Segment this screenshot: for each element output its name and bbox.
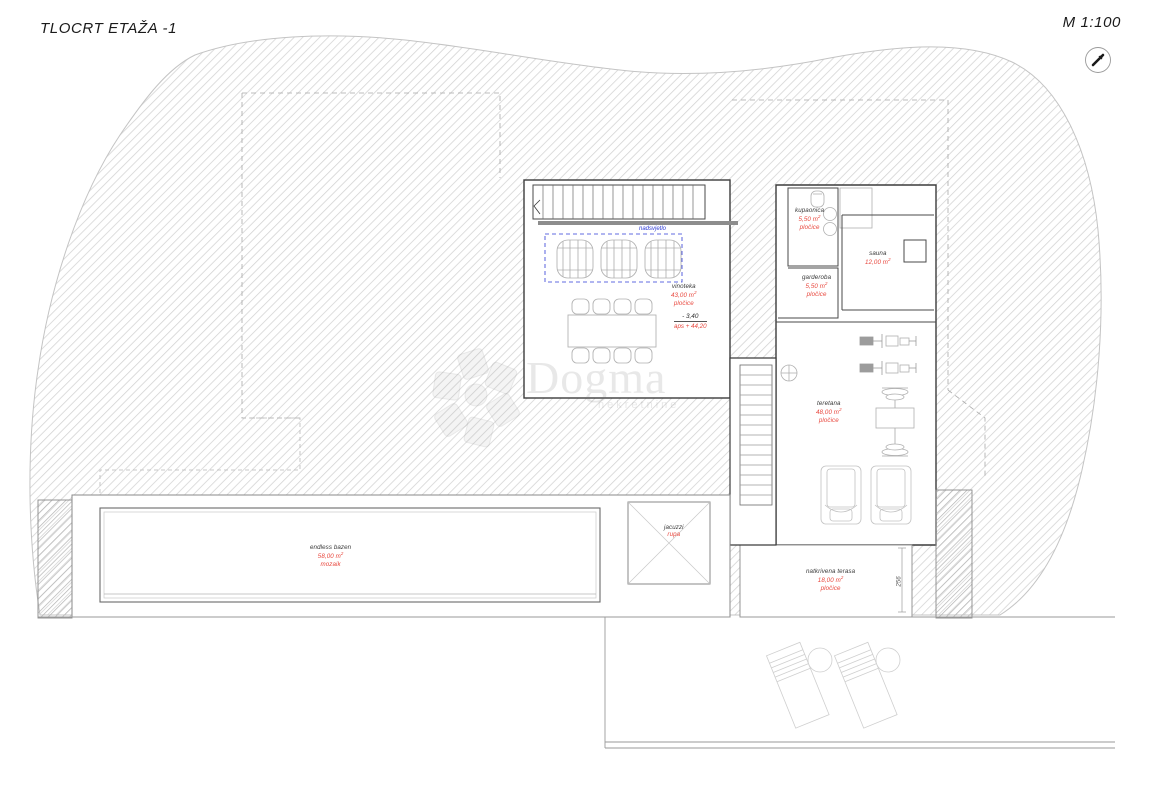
- bathroom-fixtures: [810, 187, 873, 236]
- stair-middle: [739, 364, 773, 506]
- ground-line: [38, 616, 1115, 749]
- side-table-right: [875, 647, 901, 673]
- sun-loungers: [765, 641, 901, 729]
- lintel-beam: [538, 221, 738, 225]
- page-title: TLOCRT ETAŽA -1: [40, 20, 178, 37]
- wine-barrels: [556, 239, 682, 279]
- dining-set: [567, 298, 657, 364]
- scale-label: M 1:100: [1062, 14, 1121, 31]
- kupaonica-walls: [787, 187, 839, 267]
- car-left: [820, 465, 862, 525]
- garderoba-walls: [778, 267, 839, 319]
- endless-pool: [99, 507, 601, 603]
- lounger-right: [833, 641, 898, 729]
- covered-terrace: [739, 544, 913, 618]
- side-table-left: [807, 647, 833, 673]
- retaining-wall-left: [37, 499, 73, 619]
- lounger-left: [765, 641, 830, 729]
- north-arrow-icon: [1085, 47, 1111, 73]
- terrace-dimension-line: [898, 547, 906, 613]
- jacuzzi-basin: [627, 501, 711, 585]
- stair-upper: [532, 184, 706, 220]
- retaining-wall-right: [935, 489, 973, 619]
- car-right: [870, 465, 912, 525]
- sauna-walls: [841, 214, 934, 311]
- skylight-outline: [544, 233, 683, 283]
- parked-cars: [820, 465, 912, 525]
- garden-area: [99, 417, 301, 500]
- gym-equipment: [859, 334, 917, 457]
- spiral-element: [780, 364, 798, 382]
